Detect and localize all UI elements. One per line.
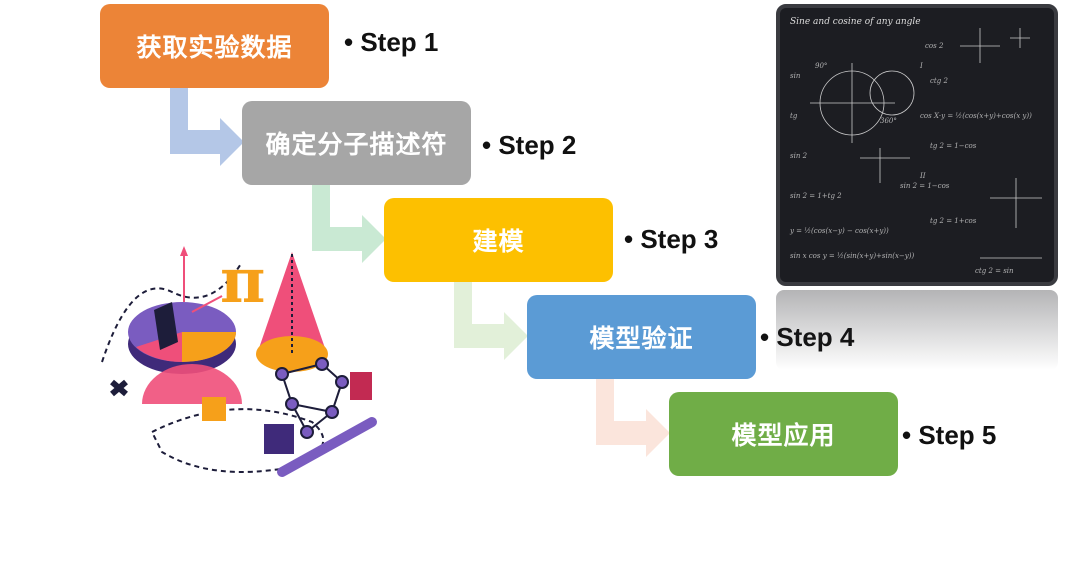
step-box-2-label: 确定分子描述符 bbox=[265, 130, 448, 159]
step-3-tag: • Step 3 bbox=[624, 224, 719, 254]
svg-text:sin 2 = 1−cos: sin 2 = 1−cos bbox=[900, 182, 950, 190]
connector-arrow-3-shape bbox=[454, 280, 528, 360]
molecule-icon bbox=[275, 357, 349, 439]
connector-arrow-2 bbox=[312, 183, 386, 263]
cone-base bbox=[256, 336, 328, 372]
connector-arrow-4-shape bbox=[596, 377, 670, 457]
block-shape bbox=[350, 372, 372, 400]
step-5-tag: • Step 5 bbox=[902, 420, 997, 450]
step-box-3-label: 建模 bbox=[472, 227, 525, 256]
axis-arrow-right bbox=[191, 295, 223, 313]
svg-text:90°: 90° bbox=[815, 62, 827, 70]
step-4-tag: • Step 4 bbox=[760, 322, 854, 352]
multiply-icon bbox=[110, 379, 128, 397]
connector-arrow-1 bbox=[170, 86, 244, 166]
pi-icon: π bbox=[220, 244, 265, 317]
step-box-4: 模型验证 bbox=[527, 295, 756, 379]
svg-text:cos 2: cos 2 bbox=[925, 42, 944, 50]
svg-text:sin x cos y = ½(sin(x+y)+sin(x: sin x cos y = ½(sin(x+y)+sin(x−y)) bbox=[790, 252, 914, 260]
step-1-tag: • Step 1 bbox=[344, 27, 439, 57]
step-box-5: 模型应用 bbox=[669, 392, 898, 476]
pencil-shape bbox=[277, 417, 377, 477]
square-shape bbox=[202, 397, 226, 421]
svg-text:ctg 2 = sin: ctg 2 = sin bbox=[975, 267, 1014, 275]
svg-text:ctg 2: ctg 2 bbox=[930, 77, 948, 85]
connector-arrow-4 bbox=[596, 377, 670, 457]
step-box-1-label: 获取实验数据 bbox=[136, 33, 293, 62]
svg-text:y = ½(cos(x−y) − cos(x+y)): y = ½(cos(x−y) − cos(x+y)) bbox=[789, 227, 889, 235]
step-box-4-label: 模型验证 bbox=[589, 324, 694, 353]
svg-text:tg 2 = 1+cos: tg 2 = 1+cos bbox=[930, 217, 977, 225]
svg-text:cos X·y = ½(cos(x+y)+cos(x y)): cos X·y = ½(cos(x+y)+cos(x y)) bbox=[920, 112, 1032, 120]
blackboard-drawing: Sine and cosine of any angle cos 2 ctg 2… bbox=[789, 17, 1042, 275]
math-illustration: π bbox=[101, 244, 377, 477]
svg-text:360°: 360° bbox=[880, 117, 897, 125]
blackboard-image: Sine and cosine of any angle cos 2 ctg 2… bbox=[776, 4, 1058, 286]
pie-slice-orange bbox=[182, 332, 236, 362]
connector-arrow-1-shape bbox=[170, 86, 244, 166]
pie-marker bbox=[154, 302, 178, 350]
svg-text:sin: sin bbox=[790, 72, 801, 80]
svg-text:sin 2: sin 2 bbox=[790, 152, 808, 160]
blackboard-reflection bbox=[776, 290, 1058, 370]
svg-text:sin 2 = 1+tg 2: sin 2 = 1+tg 2 bbox=[790, 192, 842, 200]
svg-text:tg 2 = 1−cos: tg 2 = 1−cos bbox=[930, 142, 977, 150]
step-2-tag: • Step 2 bbox=[482, 130, 577, 160]
protractor-shape bbox=[142, 364, 242, 404]
svg-text:tg: tg bbox=[790, 112, 798, 120]
connector-arrow-2-shape bbox=[312, 183, 386, 263]
dashed-curve-1 bbox=[101, 261, 243, 363]
step-box-1: 获取实验数据 bbox=[100, 4, 329, 88]
cube-shape bbox=[264, 424, 294, 454]
axis-arrow-up-head bbox=[180, 246, 188, 256]
blackboard-heading: Sine and cosine of any angle bbox=[790, 17, 921, 27]
step-box-2: 确定分子描述符 bbox=[242, 101, 471, 185]
svg-text:II: II bbox=[919, 172, 926, 180]
svg-text:I: I bbox=[919, 62, 923, 70]
step-box-5-label: 模型应用 bbox=[731, 421, 836, 450]
step-box-3: 建模 bbox=[384, 198, 613, 282]
connector-arrow-3 bbox=[454, 280, 528, 360]
